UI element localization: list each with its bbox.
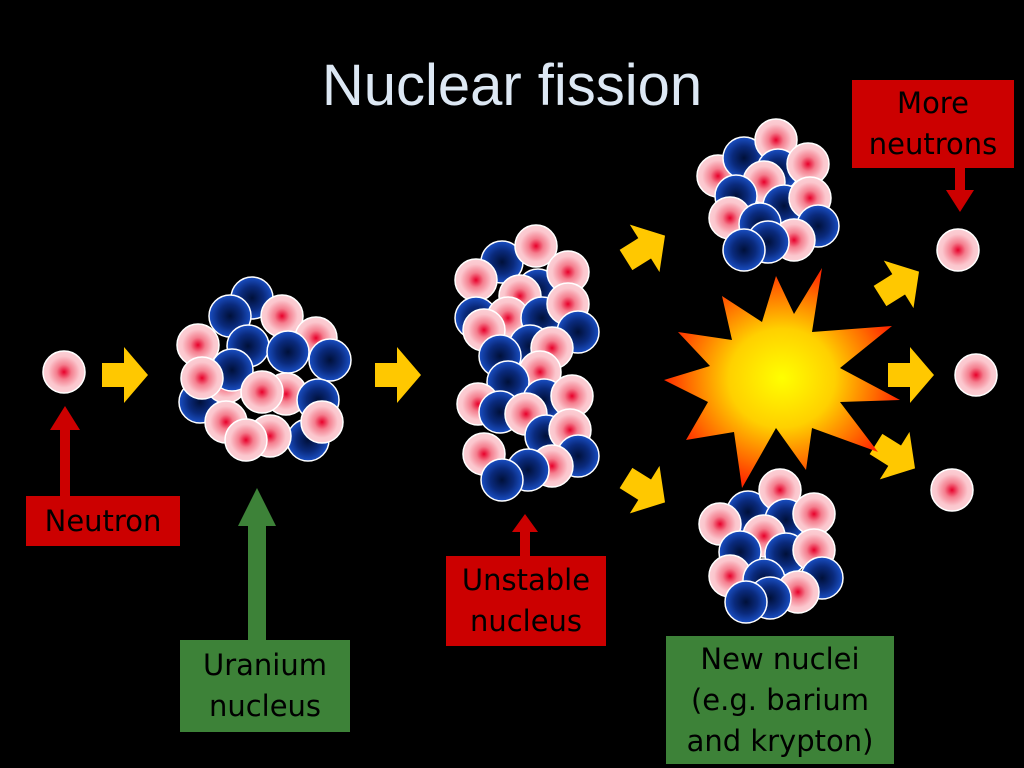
- released-neutron-middle: [954, 353, 998, 397]
- uranium-pointer-arrow: [238, 488, 276, 642]
- arrow-to-neutron-bottom: [861, 420, 930, 493]
- new-nuclei-label: New nuclei (e.g. barium and krypton): [666, 636, 894, 764]
- neutron-label: Neutron: [26, 496, 180, 546]
- arrow-to-bottom-nucleus: [611, 454, 680, 527]
- new-nucleus-top: [696, 118, 840, 272]
- unstable-nucleus: [454, 224, 600, 502]
- incoming-neutron: [42, 350, 86, 394]
- uranium-nucleus-label: Uranium nucleus: [180, 640, 350, 732]
- uranium-nucleus: [176, 276, 352, 462]
- arrow-to-top-nucleus: [611, 211, 680, 284]
- arrow-to-neutron-top: [865, 247, 934, 320]
- arrow-to-neutron-middle: [888, 347, 934, 403]
- neutron-pointer-arrow: [50, 406, 80, 498]
- more-neutrons-pointer-arrow: [946, 168, 974, 212]
- arrow-uranium-to-unstable: [375, 347, 421, 403]
- unstable-nucleus-label: Unstable nucleus: [446, 556, 606, 646]
- more-neutrons-label: More neutrons: [852, 80, 1014, 168]
- new-nucleus-bottom: [698, 468, 844, 624]
- released-neutron-top: [936, 228, 980, 272]
- released-neutron-bottom: [930, 468, 974, 512]
- arrow-neutron-to-uranium: [102, 347, 148, 403]
- slide-title: Nuclear fission: [321, 53, 703, 118]
- unstable-pointer-arrow: [512, 514, 538, 556]
- explosion-burst: [664, 268, 900, 488]
